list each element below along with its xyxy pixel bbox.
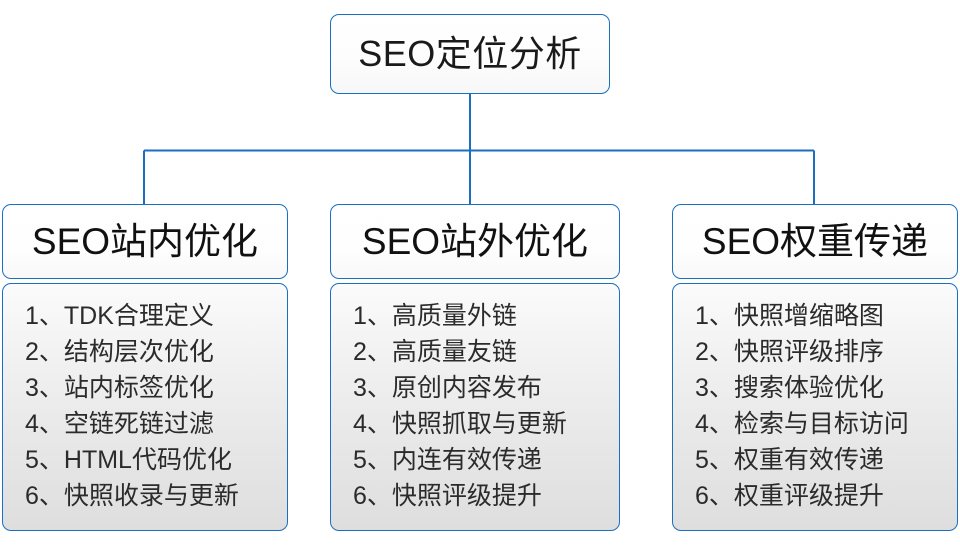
list-item: 1、高质量外链 [353, 302, 517, 330]
branch-body-weight-transfer: 1、快照增缩略图 2、快照评级排序 3、搜索体验优化 4、检索与目标访问 5、权… [672, 283, 958, 531]
branch-list-off-site: 1、高质量外链 2、高质量友链 3、原创内容发布 4、快照抓取与更新 5、内连有… [331, 298, 641, 514]
list-item: 5、HTML代码优化 [25, 446, 232, 474]
list-item: 1、快照增缩略图 [695, 302, 884, 330]
branch-on-site: SEO站内优化 1、TDK合理定义 2、结构层次优化 3、站内标签优化 4、空链… [2, 204, 288, 531]
branch-header-on-site[interactable]: SEO站内优化 [2, 204, 288, 279]
list-item: 6、权重评级提升 [695, 482, 884, 510]
branch-weight-transfer: SEO权重传递 1、快照增缩略图 2、快照评级排序 3、搜索体验优化 4、检索与… [672, 204, 958, 531]
list-item: 6、快照收录与更新 [25, 482, 239, 510]
list-item: 5、内连有效传递 [353, 446, 542, 474]
list-item: 5、权重有效传递 [695, 446, 884, 474]
branch-list-on-site: 1、TDK合理定义 2、结构层次优化 3、站内标签优化 4、空链死链过滤 5、H… [3, 298, 309, 514]
branch-header-weight-transfer[interactable]: SEO权重传递 [672, 204, 958, 279]
list-item: 2、结构层次优化 [25, 338, 214, 366]
list-item: 4、快照抓取与更新 [353, 410, 567, 438]
branch-list-weight-transfer: 1、快照增缩略图 2、快照评级排序 3、搜索体验优化 4、检索与目标访问 5、权… [673, 298, 960, 514]
list-item: 2、高质量友链 [353, 338, 517, 366]
branch-body-on-site: 1、TDK合理定义 2、结构层次优化 3、站内标签优化 4、空链死链过滤 5、H… [2, 283, 288, 531]
root-node[interactable]: SEO定位分析 [330, 14, 610, 94]
branch-title-off-site: SEO站外优化 [361, 221, 589, 262]
list-item: 3、原创内容发布 [353, 374, 542, 402]
list-item: 6、快照评级提升 [353, 482, 542, 510]
list-item: 3、站内标签优化 [25, 374, 214, 402]
branch-title-weight-transfer: SEO权重传递 [701, 221, 929, 262]
branch-body-off-site: 1、高质量外链 2、高质量友链 3、原创内容发布 4、快照抓取与更新 5、内连有… [330, 283, 620, 531]
list-item: 3、搜索体验优化 [695, 374, 884, 402]
list-item: 2、快照评级排序 [695, 338, 884, 366]
branch-header-off-site[interactable]: SEO站外优化 [330, 204, 620, 279]
list-item: 4、检索与目标访问 [695, 410, 909, 438]
root-node-title: SEO定位分析 [358, 33, 582, 74]
branch-off-site: SEO站外优化 1、高质量外链 2、高质量友链 3、原创内容发布 4、快照抓取与… [330, 204, 620, 531]
list-item: 1、TDK合理定义 [25, 302, 214, 330]
list-item: 4、空链死链过滤 [25, 410, 214, 438]
branch-title-on-site: SEO站内优化 [31, 221, 259, 262]
